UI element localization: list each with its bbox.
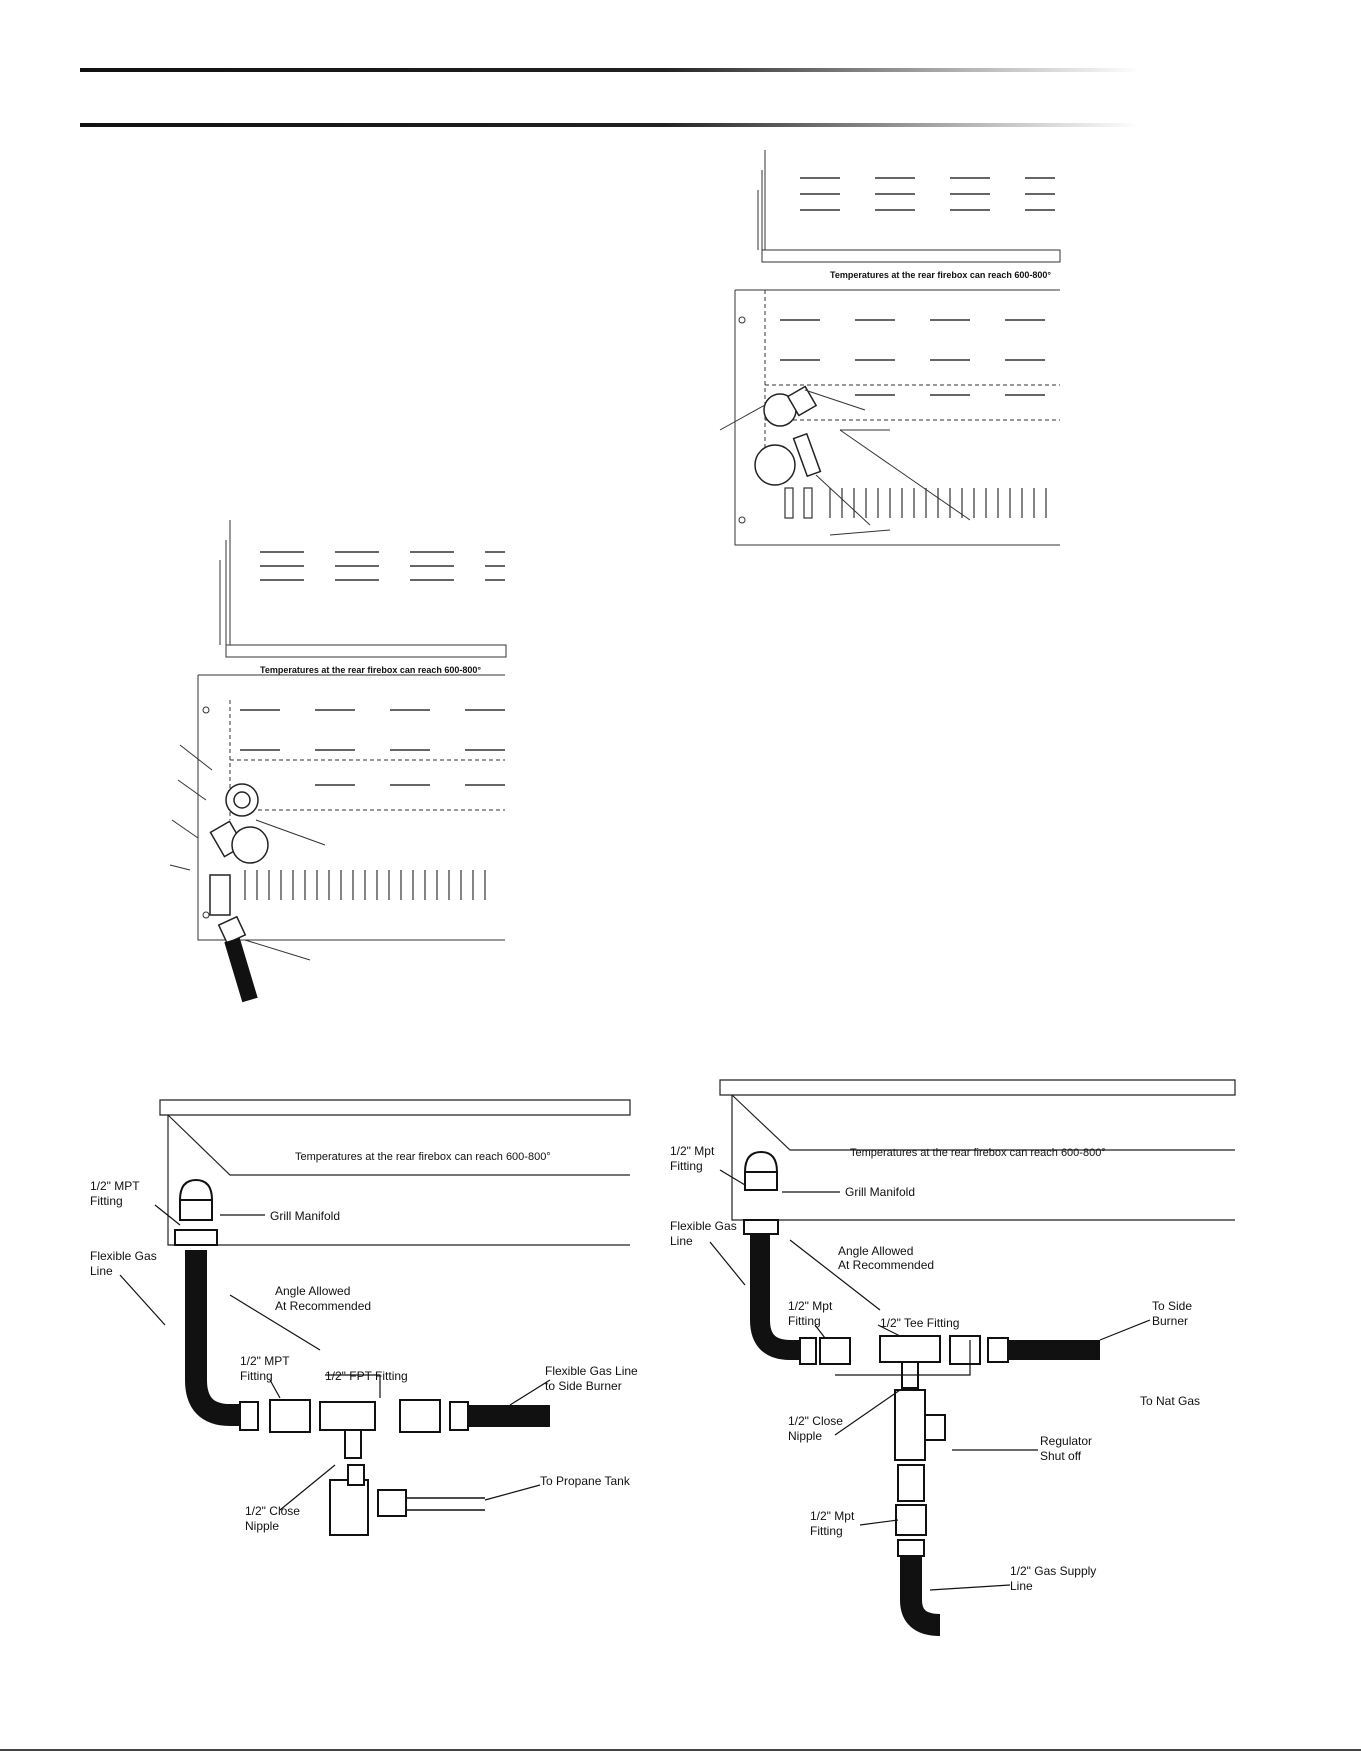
tee-assembly — [239, 1399, 469, 1536]
upper-vents — [800, 177, 1055, 211]
lower-panel — [734, 289, 1060, 546]
label-angle: Angle Allowed At Recommended — [275, 1284, 371, 1313]
label-mpt-fitting: 1/2" Mpt Fitting — [670, 1144, 718, 1173]
panel-vents — [780, 319, 1045, 396]
bottom-rule — [0, 1749, 1361, 1751]
label-to-nat-gas: To Nat Gas — [1140, 1394, 1200, 1408]
figure-bottom-right: Temperatures at the rear firebox can rea… — [670, 1079, 1236, 1636]
label-tee-fitting: 1/2" Tee Fitting — [880, 1316, 959, 1330]
grill-outline — [159, 1099, 631, 1246]
label-fitting-a: 1/2" Mpt Fitting — [788, 1299, 836, 1328]
upper-grill-box — [757, 150, 1061, 263]
warning-text: Temperatures at the rear firebox can rea… — [295, 1151, 551, 1163]
manifold-elbow — [174, 1178, 218, 1246]
label-mpt-fitting: 1/2" MPT Fitting — [90, 1179, 143, 1208]
label-fitting-b: 1/2" Mpt Fitting — [810, 1509, 858, 1538]
fittings — [754, 385, 822, 486]
label-regulator: Regulator Shut off — [1040, 1434, 1095, 1463]
upper-grill-box — [219, 520, 507, 658]
grill-outline — [719, 1079, 1236, 1221]
label-flexible-gas-line: Flexible Gas Line — [670, 1219, 740, 1248]
section-rule — [80, 123, 1140, 127]
figure-top-left: Temperatures at the rear firebox can rea… — [169, 520, 507, 1003]
slots — [784, 487, 1047, 519]
label-gas-supply: 1/2" Gas Supply Line — [1010, 1564, 1100, 1593]
label-grill-manifold: Grill Manifold — [845, 1185, 915, 1199]
warning-text: Temperatures at the rear firebox can rea… — [260, 665, 481, 675]
warning-text: Temperatures at the rear firebox can rea… — [850, 1147, 1106, 1159]
propane-line — [406, 1497, 485, 1511]
label-close-nipple: 1/2" Close Nipple — [245, 1504, 303, 1533]
label-to-propane-tank: To Propane Tank — [540, 1474, 631, 1488]
label-to-side-burner: Flexible Gas Line to Side Burner — [545, 1364, 641, 1393]
flex-hose — [750, 1234, 800, 1360]
flex-hose — [185, 1250, 240, 1426]
label-to-side-burner: To Side Burner — [1152, 1299, 1195, 1328]
slots — [244, 870, 486, 900]
callout-lines — [719, 389, 971, 536]
figure-bottom-left: Temperatures at the rear firebox can rea… — [90, 1099, 641, 1536]
gas-hose — [224, 937, 258, 1003]
label-mpt-fitting-2: 1/2" MPT Fitting — [240, 1354, 293, 1383]
label-grill-manifold: Grill Manifold — [270, 1209, 340, 1223]
gas-supply-hose — [900, 1556, 941, 1636]
warning-text: Temperatures at the rear firebox can rea… — [830, 270, 1051, 280]
callout-arrows — [119, 1204, 551, 1511]
fittings — [209, 783, 269, 945]
callout-arrows — [709, 1169, 1151, 1591]
label-angle-note: Angle Allowed At Recommended — [838, 1244, 934, 1272]
label-tee: 1/2" FPT Fitting — [325, 1369, 408, 1383]
upper-vents — [260, 551, 505, 581]
label-flexible-gas-line: Flexible Gas Line — [90, 1249, 160, 1278]
callout-lines — [169, 744, 326, 961]
label-close-nipple: 1/2" Close Nipple — [788, 1414, 846, 1443]
panel-vents — [240, 709, 505, 786]
tee-assembly — [799, 1335, 1009, 1557]
top-rule — [80, 68, 1140, 72]
manifold-elbow — [743, 1150, 779, 1235]
figure-top-right: Temperatures at the rear firebox can rea… — [719, 150, 1061, 546]
